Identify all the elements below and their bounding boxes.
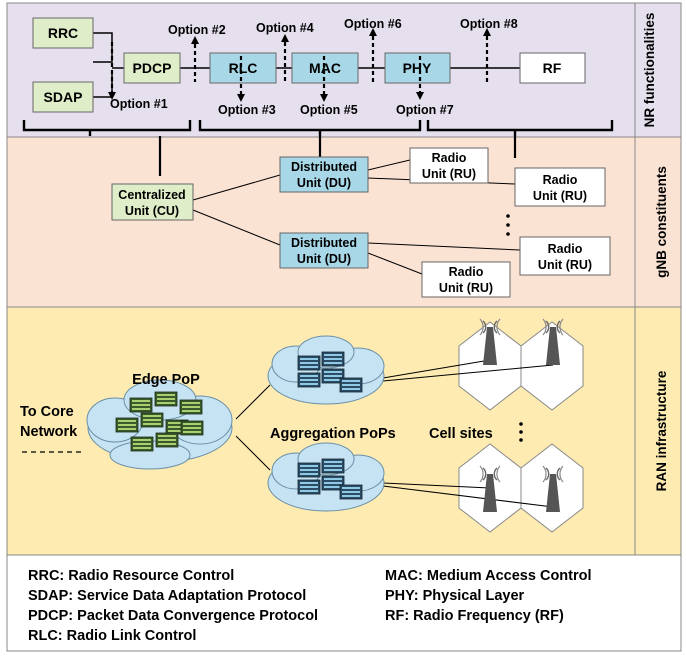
du-box-2 (279, 232, 369, 269)
ru-box-4 (421, 261, 511, 298)
ran-section-label-bg (634, 306, 682, 556)
ru-text-4a: Radio (449, 265, 484, 279)
cu-box (111, 183, 194, 221)
cu-text-1: Centralized (118, 188, 185, 202)
option-4-label: Option #4 (256, 21, 314, 35)
legend-sdap: SDAP: Service Data Adaptation Protocol (28, 588, 307, 604)
legend-pdcp: PDCP: Packet Data Convergence Protocol (28, 608, 319, 624)
rrc-box (32, 17, 94, 49)
gnb-links (192, 159, 521, 275)
rrc-text: RRC (48, 25, 78, 41)
pdcp-box (123, 52, 181, 84)
mac-text: MAC (309, 60, 341, 76)
pdcp-text: PDCP (133, 60, 172, 76)
option-3-label: Option #3 (218, 103, 276, 117)
gnb-section-label-bg (634, 136, 682, 308)
ru-text-1a: Radio (432, 151, 467, 165)
ru-text-2a: Radio (543, 173, 578, 187)
cell-sites-label: Cell sites (429, 426, 493, 442)
option-1-label: Option #1 (110, 97, 168, 111)
option-arrowheads (108, 28, 491, 102)
rf-text: RF (543, 60, 562, 76)
cu-text-2: Unit (CU) (125, 204, 179, 218)
option-2-label: Option #2 (168, 23, 226, 37)
aggregation-label: Aggregation PoPs (270, 426, 396, 442)
ru-text-1b: Unit (RU) (422, 167, 476, 181)
legend-rrc: RRC: Radio Resource Control (28, 568, 235, 584)
core-label-1: To Core (20, 404, 74, 420)
ru-ellipsis (506, 214, 510, 236)
legend-mac: MAC: Medium Access Control (385, 568, 592, 584)
option-7-label: Option #7 (396, 103, 454, 117)
ru-box-2 (514, 167, 606, 207)
option-5-label: Option #5 (300, 103, 358, 117)
rrc-sdap-connector (93, 32, 113, 63)
ru-text-3a: Radio (548, 242, 583, 256)
du-text-1a: Distributed (291, 160, 357, 174)
legend-left: RRC: Radio Resource Control SDAP: Servic… (28, 566, 318, 646)
legend-section (6, 554, 682, 652)
du-box-1 (279, 156, 369, 193)
du-text-2b: Unit (DU) (297, 252, 351, 266)
nr-label-line1: NR functionalities (642, 13, 657, 128)
option-8-label: Option #8 (460, 17, 518, 31)
backhaul-links (235, 359, 554, 508)
rlc-box (209, 52, 277, 84)
edge-pop-label: Edge PoP (132, 372, 200, 388)
ru-text-4b: Unit (RU) (439, 281, 493, 295)
legend-right: MAC: Medium Access Control PHY: Physical… (385, 566, 592, 626)
phy-text: PHY (403, 60, 432, 76)
sdap-text: SDAP (44, 89, 83, 105)
phy-box (384, 52, 451, 84)
option-6-label: Option #6 (344, 17, 402, 31)
cell-ellipsis (519, 422, 523, 442)
ru-box-1 (409, 147, 489, 184)
ran-label: RAN infrastructure (654, 370, 669, 491)
sdap-box (32, 81, 94, 113)
core-label-2: Network (20, 424, 78, 440)
grouping-braces (22, 120, 614, 136)
ru-text-2b: Unit (RU) (533, 189, 587, 203)
rf-box (519, 52, 586, 84)
rlc-text: RLC (229, 60, 258, 76)
gnb-label: gNB constituents (654, 166, 669, 278)
du-text-1b: Unit (DU) (297, 176, 351, 190)
du-text-2a: Distributed (291, 236, 357, 250)
ru-box-3 (519, 236, 611, 276)
option-split-lines (110, 36, 489, 96)
nr-section-label-bg (634, 2, 682, 138)
legend-rf: RF: Radio Frequency (RF) (385, 608, 564, 624)
ru-text-3b: Unit (RU) (538, 258, 592, 272)
legend-phy: PHY: Physical Layer (385, 588, 525, 604)
legend-rlc: RLC: Radio Link Control (28, 628, 197, 644)
